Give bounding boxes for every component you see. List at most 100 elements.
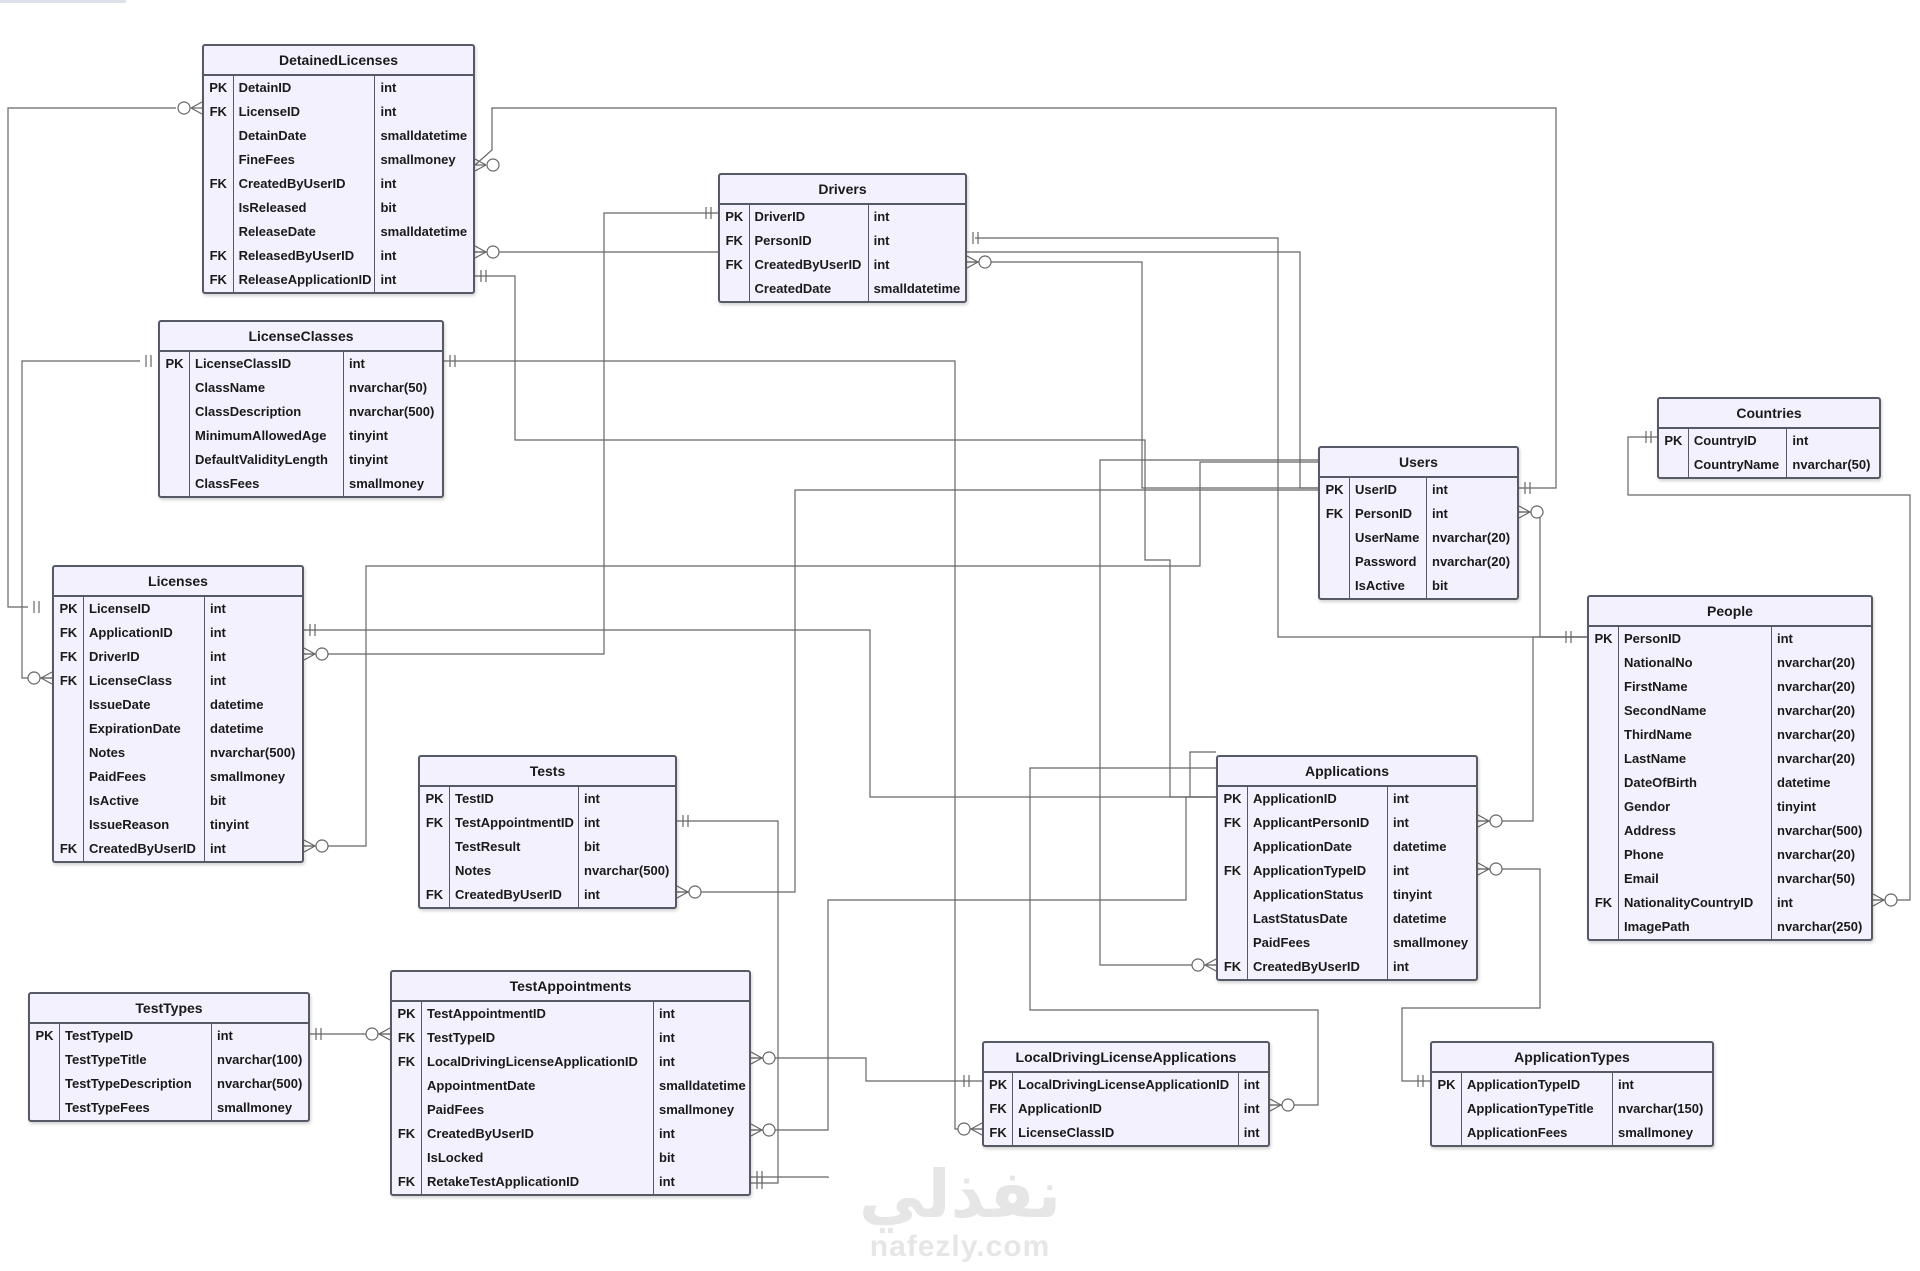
key-cell: FK [420,883,450,907]
one-marker [145,355,152,367]
column-type: int [873,209,890,224]
column-name: LocalDrivingLicenseApplicationID [422,1050,654,1074]
key-cell: PK [984,1073,1014,1097]
key-cell [160,376,190,400]
